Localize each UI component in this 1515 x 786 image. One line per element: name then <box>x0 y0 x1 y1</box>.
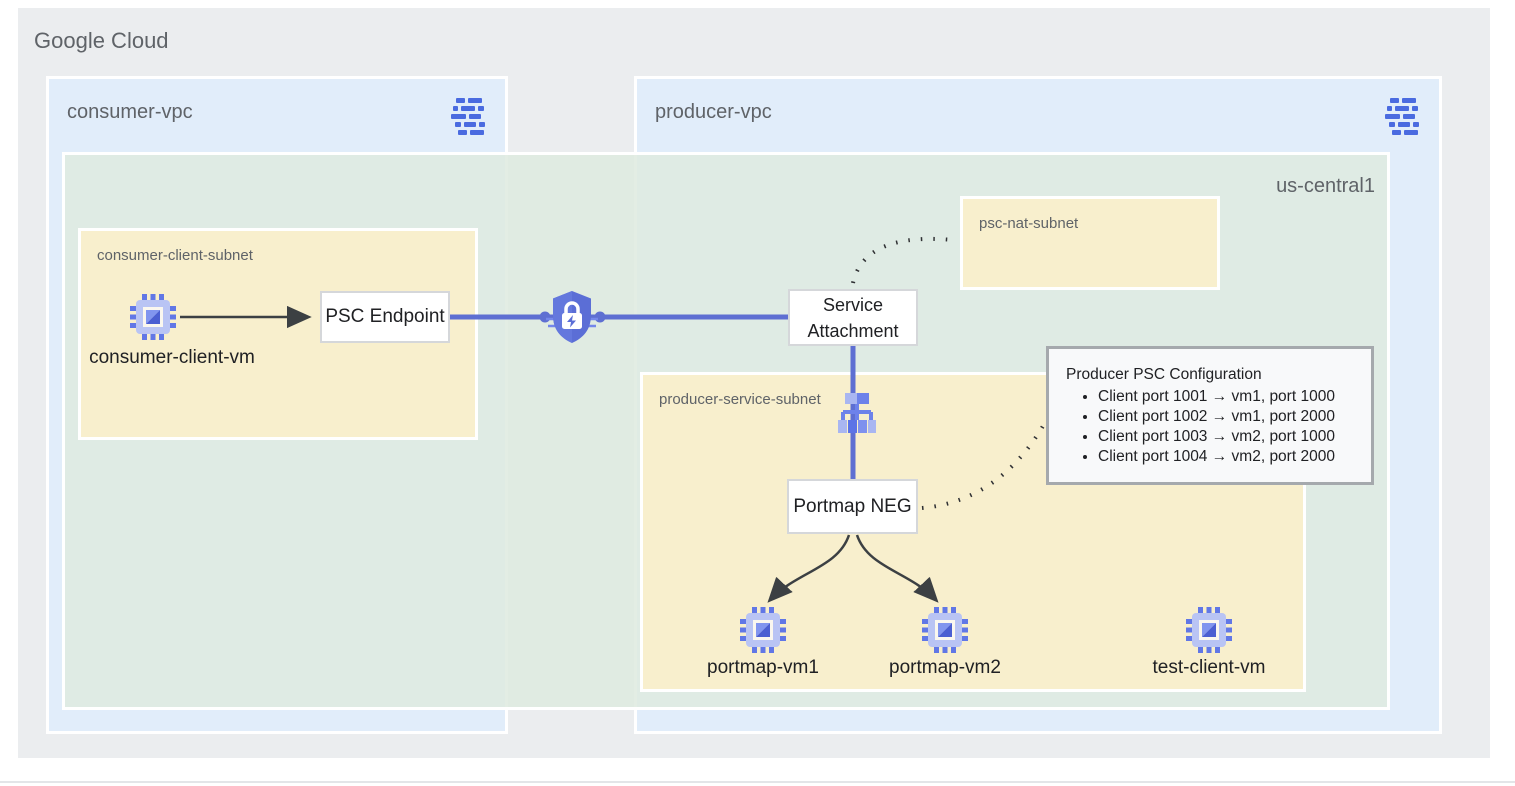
consumer-client-vm-icon <box>130 294 176 345</box>
producer-vpc-label: producer-vpc <box>655 101 772 123</box>
psc-config-title: Producer PSC Configuration <box>1066 366 1262 383</box>
producer-service-subnet-label: producer-service-subnet <box>659 391 821 408</box>
consumer-client-subnet-label: consumer-client-subnet <box>97 247 253 264</box>
psc-endpoint-node: PSC Endpoint <box>320 291 450 343</box>
psc-nat-subnet-box: psc-nat-subnet <box>960 196 1220 290</box>
vpc-network-icon <box>1383 97 1423 137</box>
test-client-vm-label: test-client-vm <box>1152 657 1266 678</box>
test-client-vm-icon <box>1186 607 1232 658</box>
portmap-neg-node: Portmap NEG <box>787 479 918 534</box>
psc-config-rule: Client port 1001 → vm1, port 1000 <box>1098 387 1359 407</box>
service-attachment-node: Service Attachment <box>788 289 918 346</box>
producer-psc-configuration-callout: Producer PSC Configuration Client port 1… <box>1046 346 1374 485</box>
psc-config-rule: Client port 1002 → vm1, port 2000 <box>1098 407 1359 427</box>
page-bottom-divider <box>0 781 1515 783</box>
psc-nat-subnet-label: psc-nat-subnet <box>979 215 1079 232</box>
portmap-vm2-icon <box>922 607 968 658</box>
psc-config-rule: Client port 1003 → vm2, port 1000 <box>1098 427 1359 447</box>
google-cloud-title: Google Cloud <box>34 28 169 53</box>
region-label: us-central1 <box>1276 175 1375 197</box>
shield-lock-icon <box>546 288 598 351</box>
vpc-network-icon <box>449 97 489 137</box>
psc-config-rule: Client port 1004 → vm2, port 2000 <box>1098 447 1359 467</box>
portmap-vm1-icon <box>740 607 786 658</box>
portmap-vm1-label: portmap-vm1 <box>707 657 819 678</box>
consumer-client-vm-label: consumer-client-vm <box>89 347 255 368</box>
psc-config-list: Client port 1001 → vm1, port 1000 Client… <box>1066 387 1359 467</box>
portmap-vm2-label: portmap-vm2 <box>889 657 1001 678</box>
load-balancer-icon <box>836 391 878 445</box>
consumer-vpc-label: consumer-vpc <box>67 101 193 123</box>
